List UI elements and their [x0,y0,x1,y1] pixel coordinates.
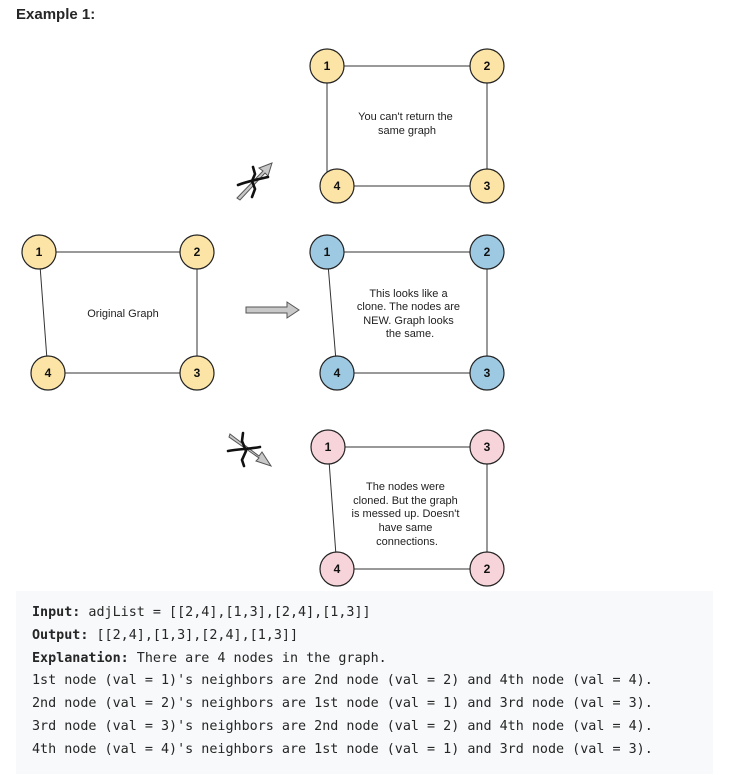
node-orig-4: 4 [30,355,66,391]
explanation-detail-3: 3rd node (val = 3)'s neighbors are 2nd n… [32,718,653,734]
svg-text:1: 1 [36,245,43,259]
crossed-arrow-down-icon [226,431,273,468]
caption-top: You can't return the same graph [358,111,456,137]
svg-text:1: 1 [324,59,331,73]
node-bot-2: 2 [469,551,505,587]
svg-text:2: 2 [194,245,201,259]
svg-text:4: 4 [45,366,52,380]
graph-clone-diagram: You can't return the same graph 1 2 3 4 … [21,48,505,587]
explanation-detail-1: 1st node (val = 1)'s neighbors are 2nd n… [32,673,653,689]
graph-original: Original Graph 1 2 3 4 [21,234,215,391]
explanation-detail-4: 4th node (val = 4)'s neighbors are 1st n… [32,741,653,757]
svg-text:3: 3 [484,179,491,193]
example-code-block: Input: adjList = [[2,4],[1,3],[2,4],[1,3… [16,591,713,774]
explanation-line: Explanation: There are 4 nodes in the gr… [32,648,713,671]
node-mid-3: 3 [469,355,505,391]
svg-text:4: 4 [334,179,341,193]
node-orig-2: 2 [179,234,215,270]
node-top-1: 1 [309,48,345,84]
arrow-right-icon [245,301,300,319]
svg-text:3: 3 [484,440,491,454]
output-value: [[2,4],[1,3],[2,4],[1,3]] [88,627,299,643]
node-top-2: 2 [469,48,505,84]
node-mid-2: 2 [469,234,505,270]
edge-orig-1-4 [38,251,49,374]
svg-text:1: 1 [325,440,332,454]
edge-mid-1-4 [326,251,338,374]
svg-text:2: 2 [484,245,491,259]
example-heading: Example 1: [16,6,96,23]
caption-middle: This looks like a clone. The nodes are N… [357,288,463,340]
caption-original: Original Graph [87,308,159,320]
output-label: Output: [32,627,89,643]
node-top-4: 4 [319,168,355,204]
output-line: Output: [[2,4],[1,3],[2,4],[1,3]] [32,625,713,648]
explanation-value: There are 4 nodes in the graph. [128,650,387,666]
svg-text:3: 3 [484,366,491,380]
graph-bottom: The nodes were cloned. But the graph is … [310,429,505,587]
svg-text:2: 2 [484,59,491,73]
svg-text:2: 2 [484,562,491,576]
edge-bot-1-4 [327,446,338,570]
graph-top: You can't return the same graph 1 2 3 4 [309,48,505,204]
node-bot-1: 1 [310,429,346,465]
node-bot-4: 4 [319,551,355,587]
crossed-arrow-up-icon [236,162,273,201]
node-mid-1: 1 [309,234,345,270]
input-label: Input: [32,605,81,620]
svg-text:4: 4 [334,562,341,576]
svg-text:3: 3 [194,366,201,380]
explanation-detail-2: 2nd node (val = 2)'s neighbors are 1st n… [32,696,653,712]
node-orig-3: 3 [179,355,215,391]
caption-bottom: The nodes were cloned. But the graph is … [352,481,463,548]
svg-text:4: 4 [334,366,341,380]
node-top-3: 3 [469,168,505,204]
node-orig-1: 1 [21,234,57,270]
graph-middle: This looks like a clone. The nodes are N… [309,234,505,391]
node-bot-3: 3 [469,429,505,465]
input-value: adjList = [[2,4],[1,3],[2,4],[1,3]] [80,605,371,620]
explanation-label: Explanation: [32,650,129,666]
svg-text:1: 1 [324,245,331,259]
node-mid-4: 4 [319,355,355,391]
input-line: Input: adjList = [[2,4],[1,3],[2,4],[1,3… [32,602,713,625]
